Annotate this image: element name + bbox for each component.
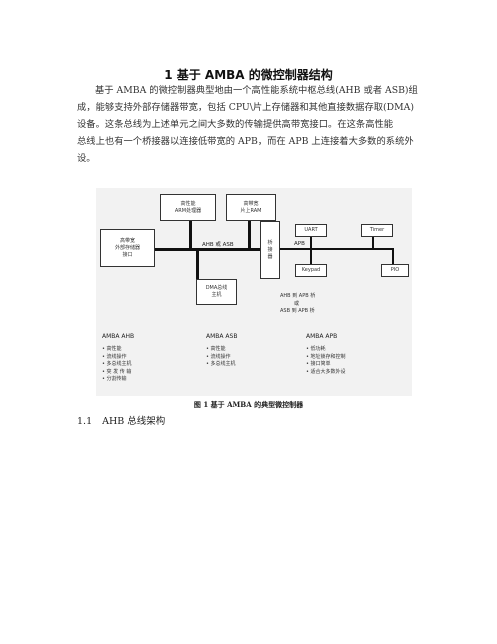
uart-bus-connector [310,237,312,250]
timer-bus-connector [372,237,374,250]
feature-item: 低功耗 [310,346,326,352]
ram-block: 高带宽 片上RAM [226,194,276,221]
microcontroller-diagram: 高性能 ARM处理器 高带宽 片上RAM 高带宽 外部存储器 接口 AHB 或 … [96,188,412,396]
ram-label-line: 片上RAM [240,207,262,214]
feature-item: 流线操作 [210,353,231,360]
legend-line: AHB 到 APB 桥 [280,293,316,299]
ext-mem-label-line: 高带宽 [119,237,135,244]
dma-label-line: DMA总线 [205,285,228,291]
asb-feature-list: AMBA ASB • 高性能 • 流线操作 • 多总线主机 [206,333,238,367]
pio-bus-connector [392,249,394,264]
paragraph-line: 成，能够支持外部存储器带宽，包括 CPU\片上存储器和其他直接数据存取(DMA) [77,102,414,113]
apb-heading: AMBA APB [306,333,338,340]
apb-feature-list: AMBA APB • 低功耗 • 地址锁存和控制 • 接口简单 • 适合大多数外… [306,333,346,375]
ram-label-line: 高带宽 [243,200,259,207]
paragraph-line: 基于 AMBA 的微控制器典型地由一个高性能系统中枢总线(AHB 或者 ASB)… [95,85,418,96]
ext-mem-label-line: 接口 [122,251,133,258]
ahb-feature-list: AMBA AHB • 高性能 • 流线操作 • 多总线主机 • 突 发 传 输 … [102,333,135,382]
ram-bus-connector [248,220,251,249]
subsection-number: 1.1 [77,416,93,427]
pio-label: PIO [390,267,400,273]
asb-heading: AMBA ASB [206,333,238,340]
bridge-block: 桥 接 器 [260,221,280,279]
cpu-label-line: ARM处理器 [174,207,202,214]
cpu-block: 高性能 ARM处理器 [160,194,216,221]
paragraph-line: 设。 [77,153,96,164]
feature-item: 适合大多数外设 [310,368,346,375]
feature-item: 流线操作 [106,353,127,360]
uart-block: UART [295,224,327,237]
bridge-label-char: 器 [267,253,273,260]
legend-line: ASB 到 APB 桥 [280,308,315,314]
apb-bus-line [280,248,394,250]
feature-item: 突 发 传 输 [106,368,132,375]
body-paragraph: 基于 AMBA 的微控制器典型地由一个高性能系统中枢总线(AHB 或者 ASB)… [77,82,433,167]
feature-item: 地址锁存和控制 [310,353,346,360]
ahb-bus-label: AHB 或 ASB [202,242,234,248]
bridge-legend: AHB 到 APB 桥 或 ASB 到 APB 桥 [280,293,315,316]
legend-line: 或 [294,300,300,307]
ext-mem-label-line: 外部存储器 [114,244,140,251]
feature-item: 多总线主机 [106,361,132,367]
apb-bus-label: APB [294,241,305,247]
dma-bus-connector [196,250,199,279]
pio-block: PIO [381,264,409,277]
bridge-label-char: 接 [267,246,273,253]
keypad-block: Keypad [295,264,327,277]
feature-item: 分割传输 [106,376,127,382]
subsection-heading: 1.1 AHB 总线架构 [77,413,175,427]
ahb-heading: AMBA AHB [102,333,135,340]
uart-label: UART [304,227,318,233]
feature-item: 高性能 [210,346,226,352]
figure-caption: 图 1 基于 AMBA 的典型微控制器 [193,400,304,409]
feature-item: 高性能 [106,346,122,352]
paragraph-line: 总线上也有一个桥接器以连接低带宽的 APB，而在 APB 上连接着大多数的系统外 [77,136,414,147]
paragraph-line: 设备。这条总线为上述单元之间大多数的传输提供高带宽接口。在这条高性能 [77,119,394,130]
feature-item: 多总线主机 [210,361,236,367]
keypad-label: Keypad [301,267,321,273]
dma-master-block: DMA总线 主机 [196,279,237,305]
bridge-label-char: 桥 [267,239,273,246]
cpu-label-line: 高性能 [180,200,196,207]
timer-label: Timer [369,227,385,233]
timer-block: Timer [361,224,393,237]
cpu-bus-connector [189,220,192,249]
dma-label-line: 主机 [211,292,222,298]
keypad-bus-connector [310,249,312,264]
feature-item: 接口简单 [310,361,331,367]
external-memory-block: 高带宽 外部存储器 接口 [100,229,155,267]
section-title: 1 基于 AMBA 的微控制器结构 [164,68,333,82]
ahb-bus-line [108,248,260,251]
subsection-title: AHB 总线架构 [102,416,166,427]
